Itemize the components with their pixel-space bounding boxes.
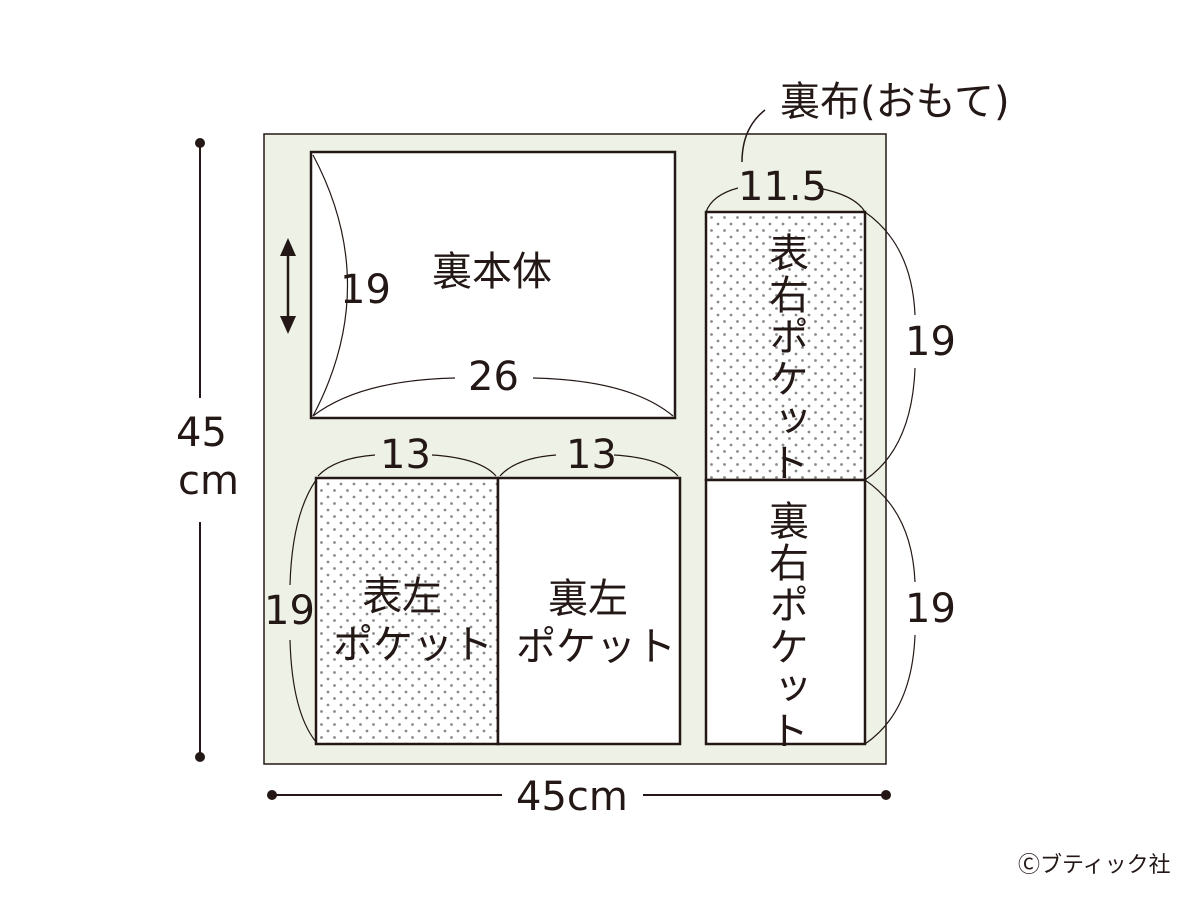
front-right-width-label: 11.5 bbox=[738, 164, 827, 210]
outer-height-unit: cm bbox=[178, 458, 239, 504]
back-right-height-label: 19 bbox=[905, 586, 956, 632]
front-right-pocket-label: 表右ポケット bbox=[762, 232, 808, 484]
body-width-arc-left bbox=[312, 377, 456, 417]
back-left-pocket-piece bbox=[496, 476, 682, 746]
front-right-width-arc-right bbox=[817, 187, 866, 213]
fabric-label: 裏布(おもて) bbox=[780, 79, 1010, 125]
grain-line-arrow bbox=[280, 238, 296, 334]
fabric-label-leader bbox=[741, 109, 766, 163]
front-left-width-arc-right bbox=[431, 454, 497, 477]
front-left-height-arc-bottom bbox=[289, 639, 317, 743]
back-right-height-arc-top bbox=[864, 479, 916, 583]
body-width-arc-right bbox=[532, 377, 674, 417]
body-piece-label: 裏本体 bbox=[432, 249, 552, 295]
back-right-pocket-label: 裏右ポケット bbox=[762, 500, 808, 752]
front-right-width-arc-left bbox=[705, 187, 739, 213]
front-left-height-label: 19 bbox=[264, 588, 315, 634]
body-height-arc bbox=[312, 154, 348, 417]
back-left-width-arc-right bbox=[613, 454, 679, 477]
back-left-width-label: 13 bbox=[566, 432, 617, 478]
outer-width-label: 45cm bbox=[516, 774, 628, 820]
front-left-height-arc-top bbox=[289, 479, 317, 586]
front-left-pocket-label-line1: 表左 bbox=[362, 574, 442, 620]
copyright-text: Ⓒブティック社 bbox=[1018, 853, 1171, 878]
body-piece bbox=[309, 150, 677, 420]
outer-height-dimension bbox=[195, 138, 205, 762]
front-right-height-arc-top bbox=[864, 211, 916, 316]
back-left-pocket-label-line1: 裏左 bbox=[548, 576, 628, 622]
front-right-height-label: 19 bbox=[905, 319, 956, 365]
outer-height-value: 45 bbox=[176, 410, 227, 456]
body-height-label: 19 bbox=[340, 267, 391, 313]
front-left-width-arc-left bbox=[317, 454, 376, 477]
outer-width-dimension bbox=[267, 790, 891, 800]
front-left-width-label: 13 bbox=[380, 432, 431, 478]
back-left-pocket-label-line2: ポケット bbox=[516, 624, 676, 670]
back-left-width-arc-left bbox=[499, 454, 557, 477]
back-right-height-arc-bottom bbox=[864, 634, 916, 745]
front-right-height-arc-bottom bbox=[864, 367, 916, 481]
back-right-pocket-piece bbox=[704, 478, 867, 746]
body-width-label: 26 bbox=[468, 354, 519, 400]
front-left-pocket-pattern bbox=[314, 476, 500, 746]
front-left-pocket-label-line2: ポケット bbox=[333, 622, 493, 668]
